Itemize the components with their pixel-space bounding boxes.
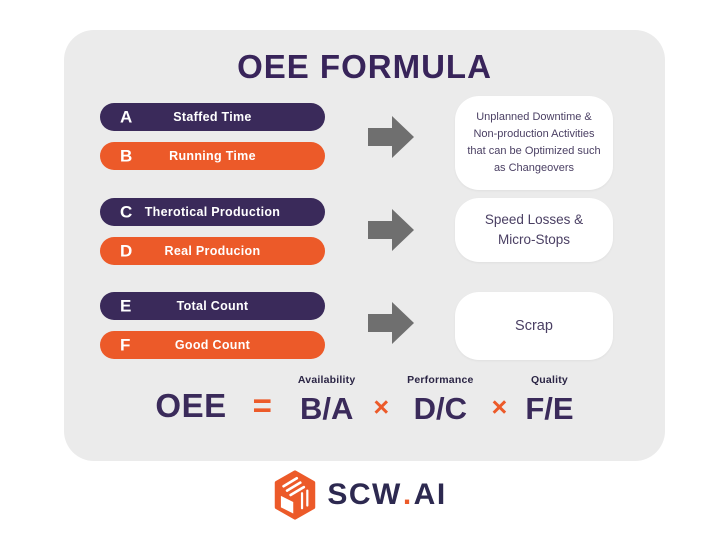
- brand-text: SCW . AI: [327, 480, 446, 510]
- term-label: Availability: [297, 374, 356, 386]
- pill-label: Real Producion: [164, 244, 261, 258]
- pill-letter: D: [120, 241, 133, 261]
- term-value: D/C: [413, 391, 468, 426]
- term-availability: Availability B/A: [298, 374, 355, 424]
- term-label: Quality: [530, 374, 568, 386]
- arrow-right-icon: [368, 301, 414, 345]
- pill-letter: B: [120, 146, 133, 166]
- pill-total-count: E Total Count: [100, 292, 325, 320]
- pill-letter: F: [120, 335, 131, 355]
- pill-good-count: F Good Count: [100, 331, 325, 359]
- arrow-right-icon: [368, 208, 414, 252]
- pill-theoretical-production: C Therotical Production: [100, 198, 325, 226]
- page-title: OEE FORMULA: [237, 48, 492, 85]
- scw-ai-logo: SCW . AI: [0, 468, 720, 522]
- pill-real-production: D Real Producion: [100, 237, 325, 265]
- arrow-right-icon: [368, 115, 414, 159]
- equals-sign: =: [252, 387, 272, 424]
- pill-letter: A: [120, 107, 133, 127]
- multiply-sign: ×: [491, 392, 508, 422]
- multiply-sign: ×: [373, 392, 390, 422]
- brand-part1: SCW: [327, 478, 402, 511]
- pill-staffed-time: A Staffed Time: [100, 103, 325, 131]
- term-value: F/E: [525, 391, 574, 426]
- row-availability: A Staffed Time B Running Time Unplanned …: [64, 96, 665, 203]
- pill-running-time: B Running Time: [100, 142, 325, 170]
- term-performance: Performance D/C: [407, 374, 473, 424]
- term-label: Performance: [407, 374, 474, 386]
- pill-label: Staffed Time: [173, 110, 252, 124]
- row-quality: E Total Count F Good Count Scrap: [64, 292, 665, 392]
- pill-letter: C: [120, 202, 133, 222]
- result-box-downtime: Unplanned Downtime & Non-production Acti…: [455, 96, 613, 190]
- pill-letter: E: [120, 296, 132, 316]
- term-quality: Quality F/E: [525, 374, 573, 424]
- infographic-card: OEE FORMULA A Staffed Time B Running Tim…: [64, 30, 665, 461]
- pill-label: Total Count: [176, 299, 249, 313]
- oee-formula-equation: OEE = Availability B/A × Performance D/C…: [64, 374, 665, 424]
- row-performance: C Therotical Production D Real Producion…: [64, 198, 665, 298]
- pill-label: Running Time: [169, 149, 256, 163]
- formula-lhs: OEE: [155, 387, 227, 424]
- cube-logo-icon: [273, 468, 317, 522]
- pill-label: Therotical Production: [144, 205, 281, 219]
- brand-dot: .: [402, 478, 413, 511]
- result-box-speed-losses: Speed Losses & Micro-Stops: [455, 198, 613, 262]
- result-box-scrap: Scrap: [455, 292, 613, 360]
- brand-part2: AI: [413, 478, 447, 511]
- pill-label: Good Count: [174, 338, 251, 352]
- term-value: B/A: [299, 391, 354, 426]
